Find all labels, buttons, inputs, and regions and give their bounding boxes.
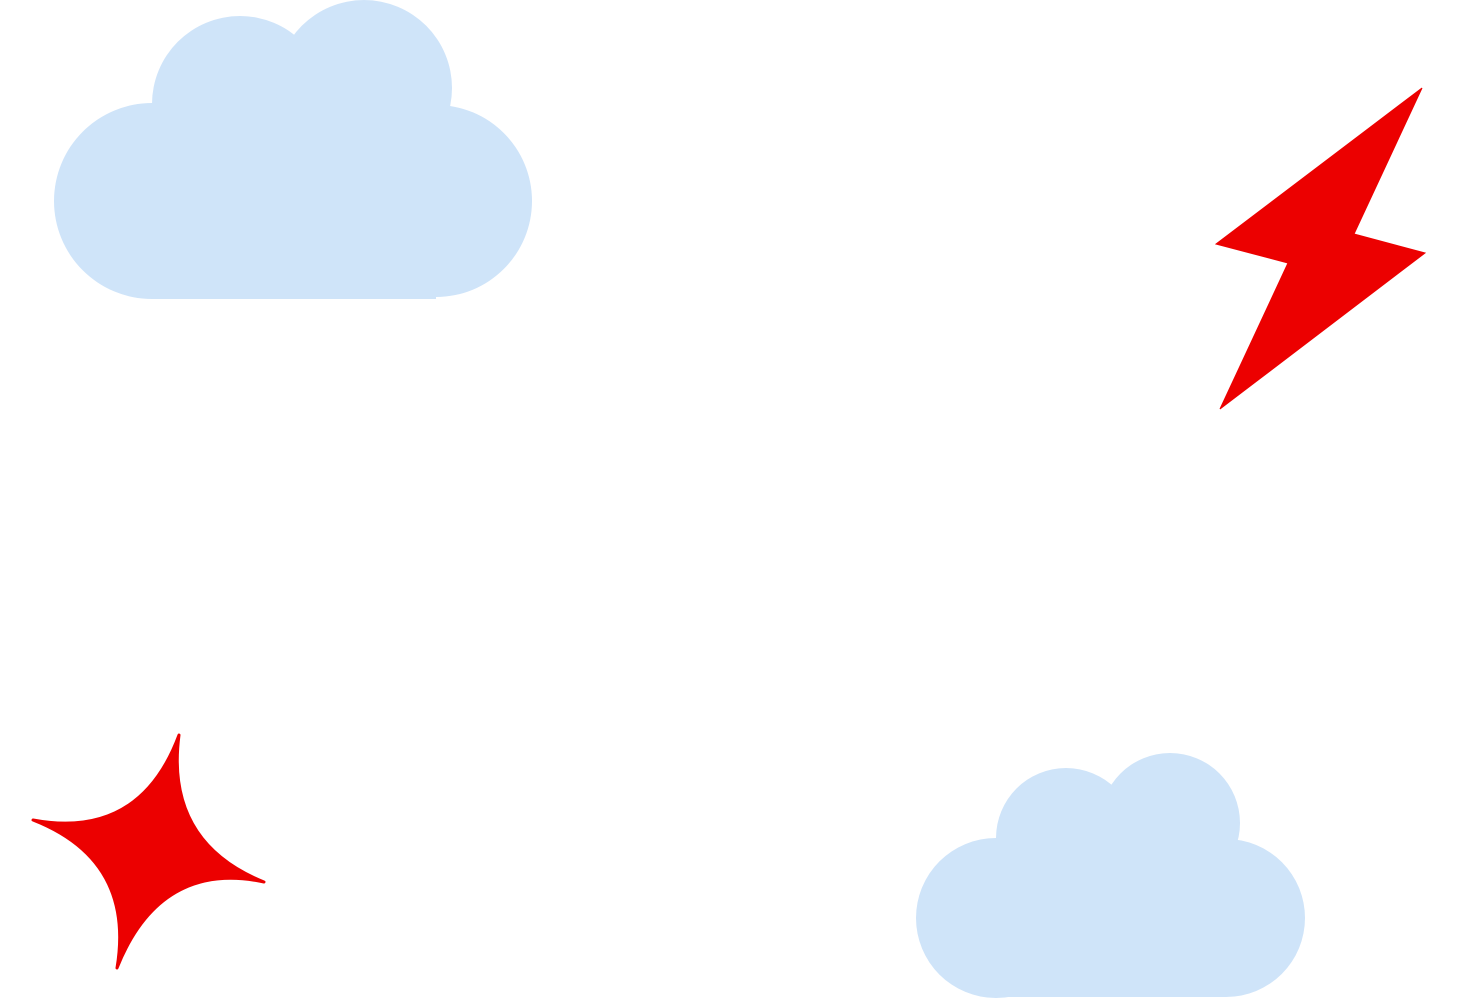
cloud-icon — [916, 753, 1305, 998]
cloud-icon — [54, 0, 532, 299]
sparkle-star-icon — [31, 733, 266, 970]
lightning-bolt-icon — [1214, 87, 1427, 410]
